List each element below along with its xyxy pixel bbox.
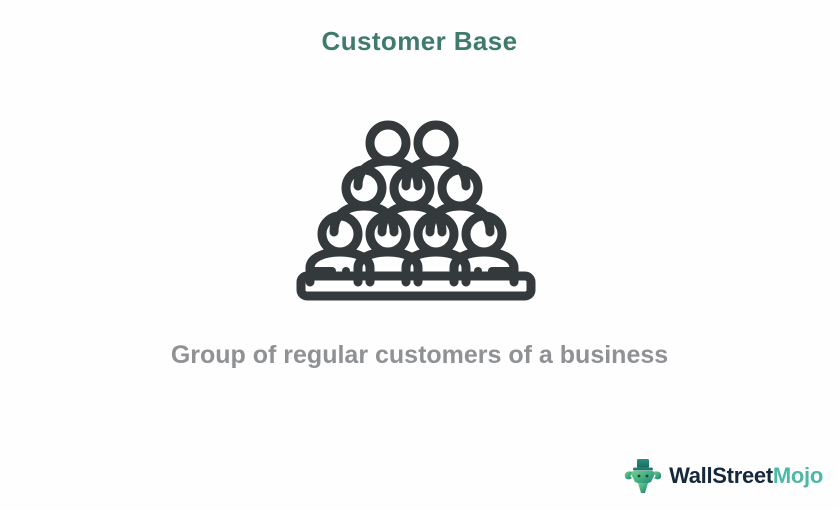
logo-wordmark: WallStreetMojo bbox=[669, 465, 823, 487]
front-row-group bbox=[305, 211, 519, 287]
page-title: Customer Base bbox=[321, 26, 518, 56]
logo-text-accent: Mojo bbox=[772, 463, 823, 488]
wallstreetmojo-bull-logo-icon bbox=[623, 457, 663, 495]
wallstreetmojo-logo[interactable]: WallStreetMojo bbox=[623, 456, 823, 496]
icon-base-bar bbox=[296, 271, 536, 301]
page-caption: Group of regular customers of a business bbox=[170, 341, 669, 369]
logo-text-primary: WallStreet bbox=[669, 463, 773, 488]
crowd-of-people-icon bbox=[296, 116, 536, 301]
